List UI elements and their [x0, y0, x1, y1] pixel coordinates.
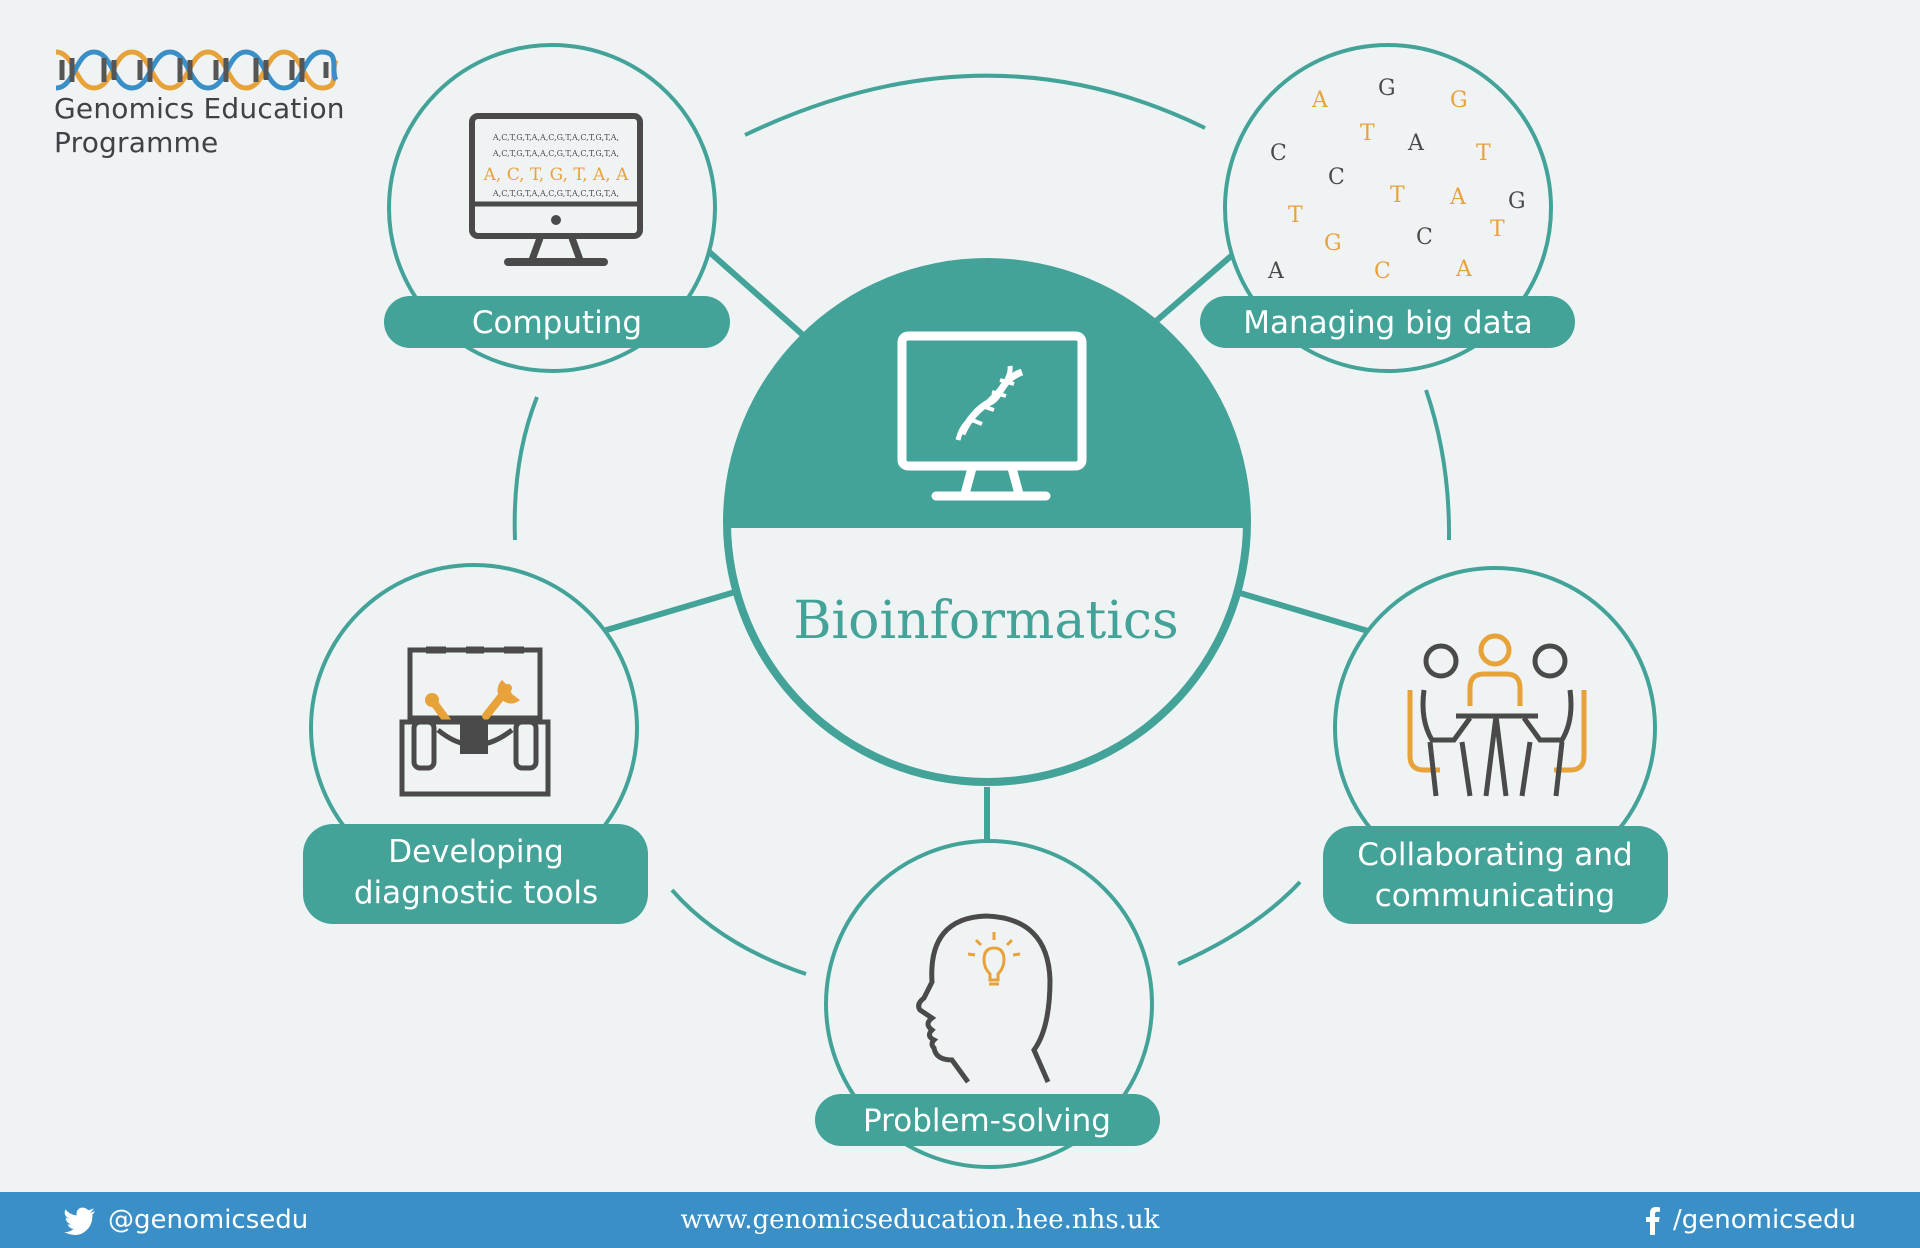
twitter-handle: @genomicsedu [108, 1205, 309, 1235]
svg-text:A: A [1407, 131, 1425, 156]
screen-row-4: A,C,T,G,T,A,A,C,G,T,A,C,T,G,T,A, [492, 189, 619, 198]
svg-text:T: T [1490, 217, 1505, 242]
svg-text:G: G [1450, 88, 1468, 113]
diagnostic-pill [303, 824, 648, 924]
big-data-pill [1200, 296, 1575, 348]
big-data-circle [1223, 43, 1553, 373]
collaborating-pill [1323, 826, 1668, 924]
meeting-people-icon [1407, 633, 1587, 797]
svg-text:G: G [1508, 189, 1526, 214]
svg-text:T: T [1288, 203, 1303, 228]
diagnostic-label-line1: Developing [388, 834, 564, 870]
svg-text:C: C [1328, 165, 1345, 190]
svg-text:A: A [1455, 257, 1473, 282]
problem-solving-label: Problem-solving [863, 1103, 1111, 1139]
svg-text:C: C [1416, 225, 1433, 250]
toolbox-icon [399, 646, 551, 797]
svg-text:A: A [1449, 185, 1467, 210]
svg-text:C: C [1374, 259, 1391, 284]
svg-text:G: G [1378, 76, 1396, 101]
diagnostic-label-line2: diagnostic tools [354, 875, 598, 911]
facebook-icon [1645, 1206, 1660, 1235]
screen-row-3: A, C, T, G, T, A, A [483, 165, 629, 185]
svg-text:A: A [1267, 259, 1285, 284]
brand-name-line2: Programme [54, 126, 219, 159]
svg-text:T: T [1476, 141, 1491, 166]
svg-text:A: A [1311, 88, 1329, 113]
screen-row-2: A,C,T,G,T,A,A,C,G,T,A,C,T,G,T,A, [492, 149, 619, 158]
facebook-link[interactable]: /genomicsedu [1645, 1192, 1856, 1248]
computing-pill [384, 296, 730, 348]
collaborating-label-line1: Collaborating and [1357, 837, 1633, 873]
dna-helix-logo-icon [55, 49, 339, 91]
scattered-bases-icon: A G G T A C T C T A G T C T G A C A [1267, 76, 1526, 284]
svg-text:T: T [1390, 183, 1405, 208]
brand-name-line1: Genomics Education [54, 92, 345, 125]
problem-solving-pill [815, 1094, 1160, 1146]
collaborating-label-line2: communicating [1375, 878, 1615, 914]
big-data-label: Managing big data [1243, 305, 1533, 341]
website-link[interactable]: www.genomicseducation.hee.nhs.uk [680, 1205, 1160, 1235]
center-title: Bioinformatics [793, 591, 1178, 651]
twitter-icon [64, 1207, 95, 1235]
head-lightbulb-icon [916, 913, 1053, 1084]
dna-sequence-monitor-icon: A,C,T,G,T,A,A,C,G,T,A,C,T,G,T,A, A,C,T,G… [469, 113, 643, 266]
svg-text:C: C [1270, 141, 1287, 166]
svg-text:T: T [1360, 121, 1375, 146]
computing-label: Computing [472, 305, 642, 341]
svg-text:G: G [1324, 231, 1342, 256]
facebook-handle: /genomicsedu [1672, 1205, 1856, 1235]
brand-name: Genomics Education Programme [54, 92, 345, 160]
label-pills [303, 296, 1668, 1146]
center-node [723, 258, 1251, 786]
orbit-arcs [512, 73, 1452, 976]
footer-bar: @genomicsedu www.genomicseducation.hee.n… [0, 1192, 1920, 1248]
problem-solving-circle [824, 839, 1154, 1169]
twitter-link[interactable]: @genomicsedu [64, 1192, 308, 1248]
screen-row-1: A,C,T,G,T,A,A,C,G,T,A,C,T,G,T,A, [492, 133, 619, 142]
dna-monitor-icon [897, 331, 1087, 501]
